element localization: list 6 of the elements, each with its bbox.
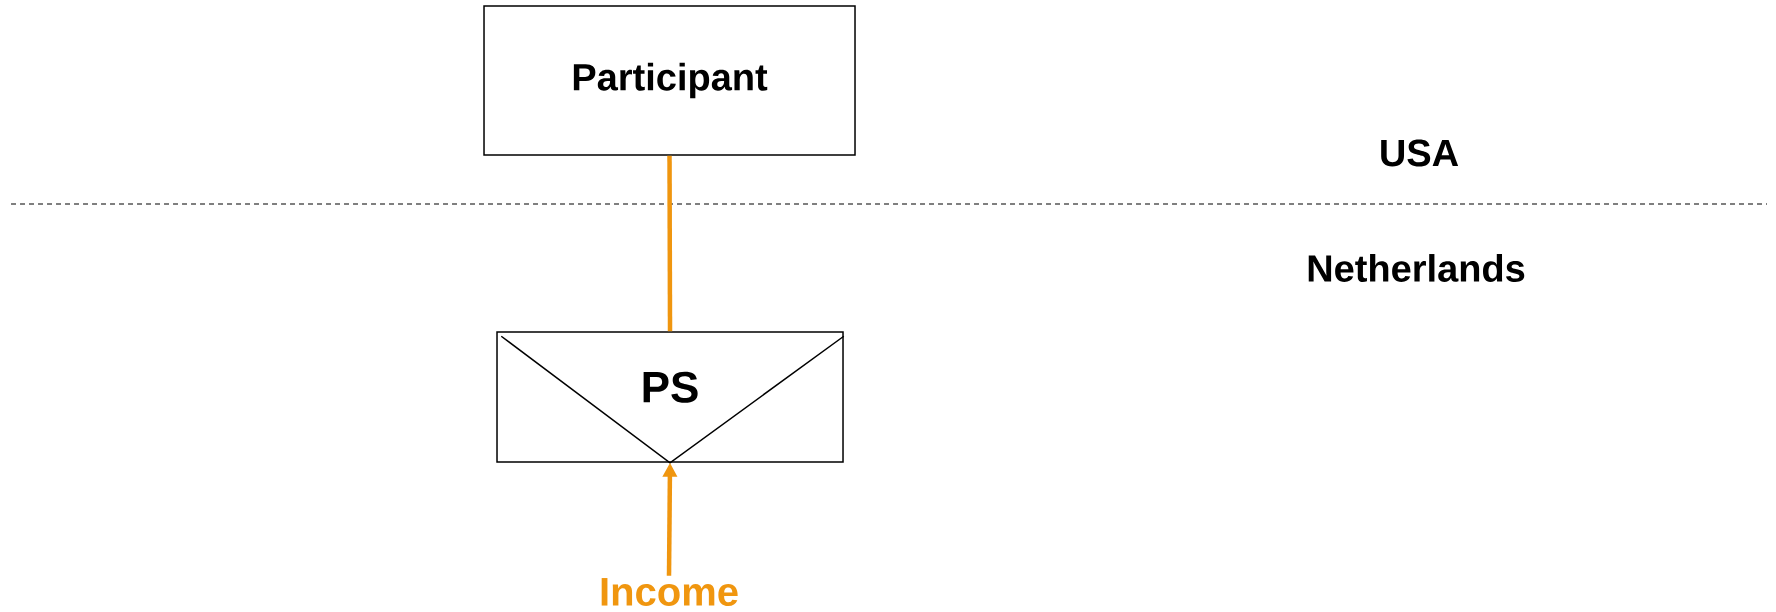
country-label: Netherlands [1308, 254, 1525, 282]
participant-box: Participant [483, 5, 856, 156]
country-label: USA [1381, 139, 1459, 167]
connector-line [667, 155, 673, 332]
envelope-box: PS [496, 331, 845, 464]
income-label: Income [601, 578, 738, 606]
